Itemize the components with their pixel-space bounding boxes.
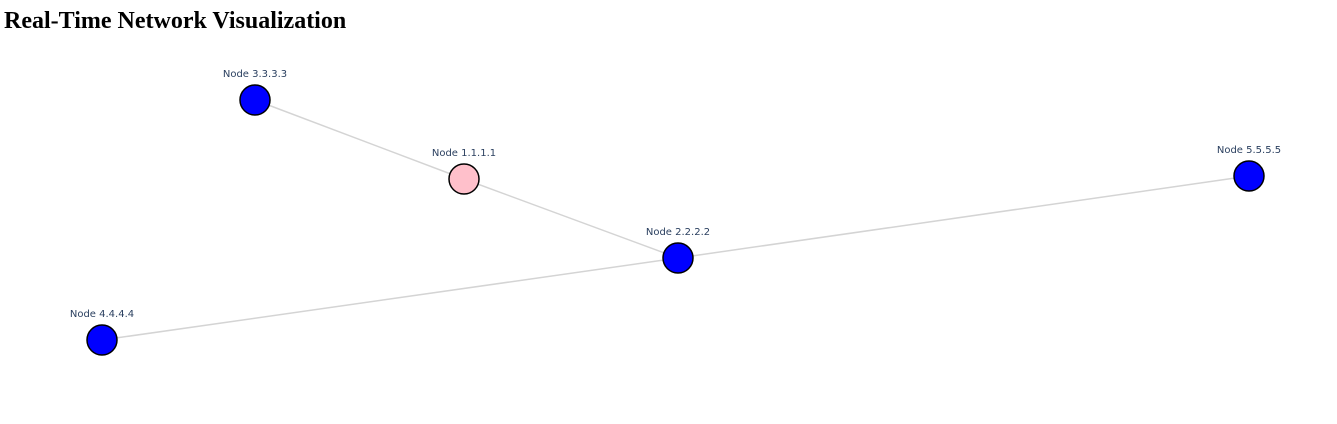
node-5-5-5-5[interactable]: Node 5.5.5.5 — [1217, 145, 1281, 192]
node-circle[interactable] — [448, 163, 480, 195]
node-label: Node 4.4.4.4 — [70, 309, 134, 320]
node-label: Node 2.2.2.2 — [646, 227, 710, 238]
edge-2-2-2-2-to-4-4-4-4 — [101, 257, 679, 341]
node-label: Node 1.1.1.1 — [432, 148, 496, 159]
node-circle[interactable] — [662, 242, 694, 274]
node-1-1-1-1[interactable]: Node 1.1.1.1 — [432, 148, 496, 195]
edge-1-1-1-1-to-2-2-2-2 — [463, 178, 679, 259]
node-circle[interactable] — [86, 324, 118, 356]
node-circle[interactable] — [239, 84, 271, 116]
node-3-3-3-3[interactable]: Node 3.3.3.3 — [223, 69, 287, 116]
edge-2-2-2-2-to-5-5-5-5 — [677, 175, 1250, 259]
node-circle[interactable] — [1233, 160, 1265, 192]
edge-3-3-3-3-to-1-1-1-1 — [254, 99, 465, 180]
node-4-4-4-4[interactable]: Node 4.4.4.4 — [70, 309, 134, 356]
page-title: Real-Time Network Visualization — [4, 8, 347, 34]
node-label: Node 3.3.3.3 — [223, 69, 287, 80]
node-2-2-2-2[interactable]: Node 2.2.2.2 — [646, 227, 710, 274]
node-label: Node 5.5.5.5 — [1217, 145, 1281, 156]
edges-layer — [101, 99, 1250, 341]
